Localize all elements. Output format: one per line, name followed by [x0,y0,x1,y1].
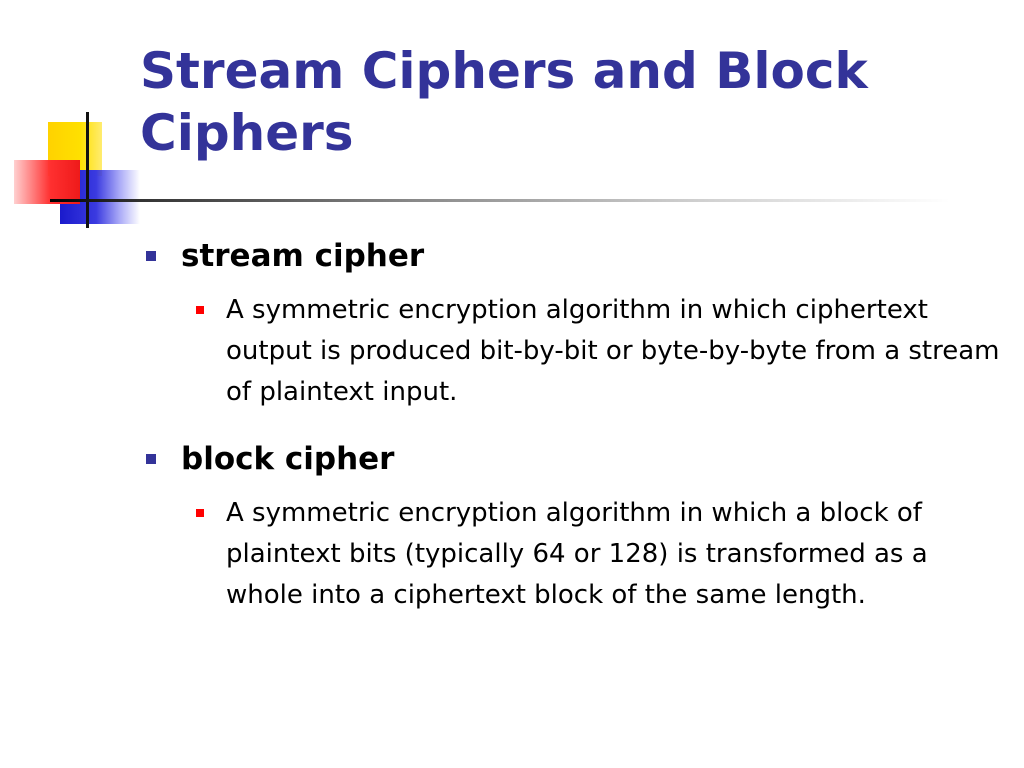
sub-bullet-stream-cipher-definition: A symmetric encryption algorithm in whic… [144,290,1004,413]
title-underline [50,199,950,202]
square-bullet-icon [146,251,156,261]
square-bullet-icon [146,454,156,464]
decorative-red-square [14,160,80,204]
bullet-term: block cipher [181,441,395,477]
bullet-block-cipher: block cipher [144,439,1004,479]
sub-bullet-block-cipher-definition: A symmetric encryption algorithm in whic… [144,493,1004,616]
bullet-stream-cipher: stream cipher [144,236,1004,276]
bullet-definition: A symmetric encryption algorithm in whic… [226,295,1000,407]
decorative-vertical-line [86,112,89,228]
square-bullet-icon [196,509,204,517]
slide-title: Stream Ciphers and Block Ciphers [140,42,868,162]
bullet-definition: A symmetric encryption algorithm in whic… [226,498,928,610]
bullet-term: stream cipher [181,238,425,274]
square-bullet-icon [196,306,204,314]
slide-content: stream cipher A symmetric encryption alg… [144,236,1004,616]
